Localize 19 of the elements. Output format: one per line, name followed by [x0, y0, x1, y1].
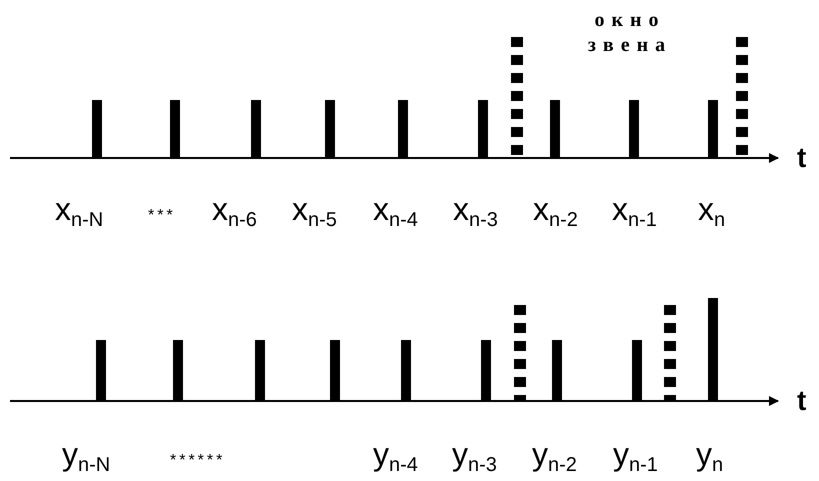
sample-label: y$_{n-N}$: [62, 438, 110, 475]
axis-label: t: [797, 387, 806, 415]
sample-label: x$_{n-6}$: [212, 193, 257, 230]
ellipsis: ***: [148, 208, 176, 224]
axis-label: t: [797, 144, 806, 172]
sample-label: y$_{n-3}$: [452, 438, 497, 475]
window-label: окно звена: [586, 8, 674, 58]
sample-label: x$_{n-1}$: [612, 193, 657, 230]
sample-label: x$_{n-N}$: [55, 193, 104, 230]
sample-label: x$_{n-5}$: [292, 193, 337, 230]
sample-label: y$_{n-2}$: [532, 438, 577, 475]
sample-label: y$_{n-1}$: [613, 438, 658, 475]
sample-label: y$_{n}$: [696, 438, 724, 475]
sample-label: x$_{n-4}$: [373, 193, 418, 230]
sample-label: x$_{n}$: [698, 193, 726, 230]
sample-label: y$_{n-4}$: [373, 438, 418, 475]
sample-label: x$_{n-2}$: [533, 193, 578, 230]
ellipsis: ******: [170, 453, 226, 469]
sample-label: x$_{n-3}$: [453, 193, 498, 230]
